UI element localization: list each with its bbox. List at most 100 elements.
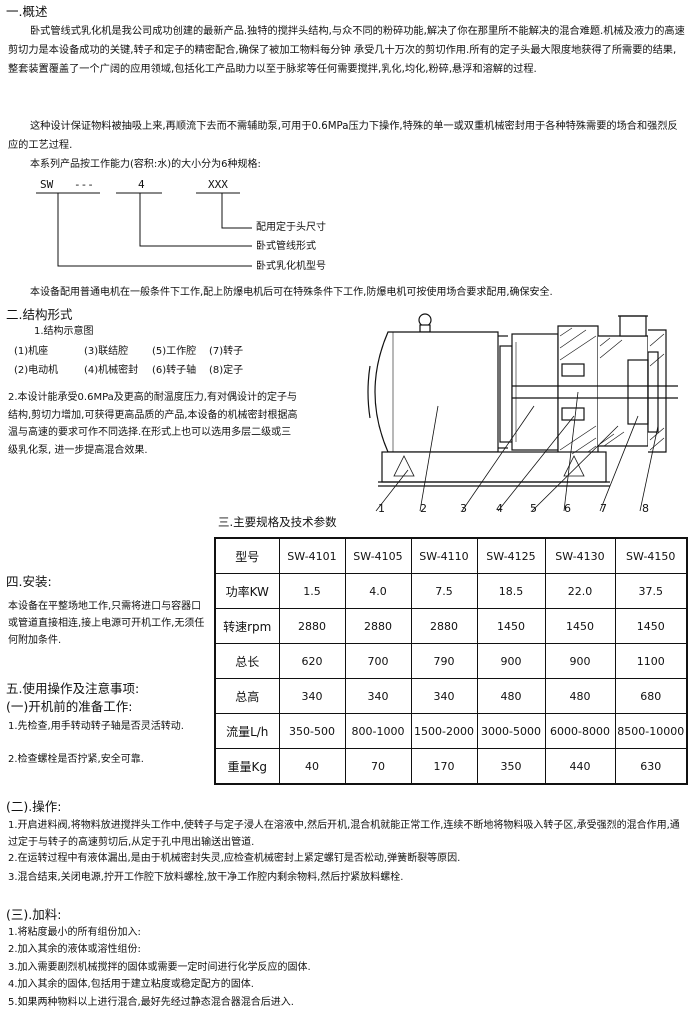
table-cell: 340 [410,678,478,714]
table-header-label: 型号 [214,537,280,574]
part-label-2: (2)电动机 [14,365,59,376]
emulsifier-structure-drawing [367,313,678,512]
table-cell: 2880 [410,608,478,644]
table-cell: 2880 [278,608,346,644]
callout-3: 3 [460,502,467,515]
table-cell: 340 [344,678,412,714]
table-cell: 900 [476,643,546,679]
table-header-cell: SW-4150 [614,537,688,574]
feeding-heading: (三).加料: [6,907,62,922]
table-cell: 800-1000 [344,713,412,749]
table-cell: 1450 [476,608,546,644]
table-cell: 630 [614,748,688,785]
motor-note: 本设备配用普通电机在一般条件下工作,配上防爆电机后可在特殊条件下工作,防爆电机可… [30,287,553,298]
table-row: 功率KW 1.5 4.0 7.5 18.5 22.0 37.5 [214,573,688,609]
table-cell: 7.5 [410,573,478,609]
model-code-part1: SW [40,178,54,191]
table-cell: 700 [344,643,412,679]
row-label: 重量Kg [214,748,280,785]
table-cell: 3000-5000 [476,713,546,749]
operation-item-1: 1.开启进料阀,将物料放进搅拌头工作中,使转子与定子浸人在溶液中,然后开机,混合… [8,820,680,848]
row-label: 总长 [214,643,280,679]
table-cell: 40 [278,748,346,785]
table-row: 转速rpm 2880 2880 2880 1450 1450 1450 [214,608,688,644]
prep-heading: (一)开机前的准备工作: [6,699,133,714]
row-label: 总高 [214,678,280,714]
table-header-cell: SW-4105 [344,537,412,574]
table-cell: 1450 [614,608,688,644]
table-cell: 2880 [344,608,412,644]
table-cell: 6000-8000 [544,713,616,749]
feeding-item-5: 5.如果两种物料以上进行混合,最好先经过静态混合器混合后进入. [8,997,294,1008]
table-header-cell: SW-4125 [476,537,546,574]
model-code-part2: 4 [138,178,145,191]
table-row: 重量Kg 40 70 170 350 440 630 [214,748,688,785]
table-cell: 8500-10000 [614,713,688,749]
table-cell: 440 [544,748,616,785]
callout-7: 7 [600,502,607,515]
structure-paragraph: 2.本设计能承受0.6MPa及更高的耐温度压力,有对偶设计的定子与结构,剪切力增… [8,392,298,456]
table-cell: 18.5 [476,573,546,609]
table-header-cell: SW-4101 [278,537,346,574]
callout-2: 2 [420,502,427,515]
table-row: 总高 340 340 340 480 480 680 [214,678,688,714]
callout-6: 6 [564,502,571,515]
part-label-4: (4)机械密封 [84,365,139,376]
operation-heading: (二).操作: [6,799,62,814]
table-cell: 350-500 [278,713,346,749]
overview-paragraph-2: 这种设计保证物料被抽吸上来,再顺流下去而不需辅助泵,可用于0.6MPa压力下操作… [8,121,678,151]
part-label-5: (5)工作腔 [152,346,197,357]
row-label: 功率KW [214,573,280,609]
prep-item-1: 1.先检查,用手转动转子轴是否灵活转动. [8,721,184,732]
table-cell: 340 [278,678,346,714]
table-cell: 1.5 [278,573,346,609]
table-cell: 1500-2000 [410,713,478,749]
model-code-part3: XXX [208,178,228,191]
table-row: 流量L/h 350-500 800-1000 1500-2000 3000-50… [214,713,688,749]
operation-item-3: 3.混合结束,关闭电源,拧开工作腔下放料螺栓,放干净工作腔内剩余物料,然后拧紧放… [8,872,404,883]
install-paragraph: 本设备在平整场地工作,只需将进口与容器口或管道直接相连,接上电源可开机工作,无须… [8,601,205,646]
structure-heading: 二.结构形式 [6,307,73,322]
table-cell: 170 [410,748,478,785]
part-label-8: (8)定子 [209,365,244,376]
feeding-item-1: 1.将粘度最小的所有组份加入: [8,927,141,938]
usage-heading: 五.使用操作及注意事项: [6,681,140,696]
table-cell: 900 [544,643,616,679]
table-cell: 480 [476,678,546,714]
table-cell: 480 [544,678,616,714]
operation-item-2: 2.在运转过程中有液体漏出,是由于机械密封失灵,应检查机械密封上紧定螺钉是否松动… [8,853,461,864]
table-cell: 1100 [614,643,688,679]
prep-item-2: 2.检查螺栓是否拧紧,安全可靠. [8,754,144,765]
overview-heading: 一.概述 [6,4,48,19]
part-label-6: (6)转子轴 [152,365,197,376]
part-label-3: (3)联结腔 [84,346,129,357]
table-cell: 37.5 [614,573,688,609]
install-heading: 四.安装: [6,574,52,589]
table-cell: 22.0 [544,573,616,609]
callout-4: 4 [496,502,503,515]
table-cell: 70 [344,748,412,785]
model-code-label-2: 卧式管线形式 [256,241,316,252]
row-label: 流量L/h [214,713,280,749]
table-cell: 790 [410,643,478,679]
table-cell: 680 [614,678,688,714]
specs-table: 型号 SW-4101 SW-4105 SW-4110 SW-4125 SW-41… [214,537,688,785]
callout-5: 5 [530,502,537,515]
model-code-label-3: 卧式乳化机型号 [256,261,326,272]
table-cell: 620 [278,643,346,679]
callout-1: 1 [378,502,385,515]
table-cell: 4.0 [344,573,412,609]
spec-intro: 本系列产品按工作能力(容积:水)的大小分为6种规格: [30,159,261,170]
feeding-item-3: 3.加入需要剧烈机械搅拌的固体或需要一定时间进行化学反应的固体. [8,962,311,973]
table-header-row: 型号 SW-4101 SW-4105 SW-4110 SW-4125 SW-41… [214,537,688,574]
specs-heading: 三.主要规格及技术参数 [218,515,337,529]
model-code-dashes: --- [74,178,94,191]
table-header-cell: SW-4130 [544,537,616,574]
part-label-1: (1)机座 [14,346,49,357]
table-header-cell: SW-4110 [410,537,478,574]
structure-sub: 1.结构示意图 [34,326,94,337]
part-label-7: (7)转子 [209,346,244,357]
callout-8: 8 [642,502,649,515]
table-row: 总长 620 700 790 900 900 1100 [214,643,688,679]
model-code-label-1: 配用定于头尺寸 [256,222,326,233]
